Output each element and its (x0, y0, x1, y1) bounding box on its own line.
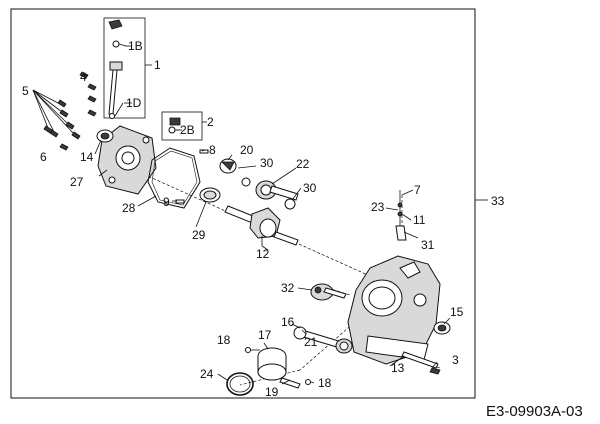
connecting-rod[interactable] (293, 326, 353, 354)
label-part-13: 13 (391, 361, 405, 375)
label-part-6: 6 (40, 150, 47, 164)
label-part-18a: 18 (217, 333, 231, 347)
drain-bolt[interactable] (401, 351, 441, 375)
label-part-17: 17 (258, 328, 272, 342)
label-part-3: 3 (452, 353, 459, 367)
crankcase-gasket[interactable] (147, 147, 201, 209)
governor-arm[interactable] (395, 190, 407, 241)
label-part-15: 15 (450, 305, 464, 319)
label-part-1d: 1D (126, 96, 142, 110)
label-part-31: 31 (421, 238, 435, 252)
label-part-16: 16 (281, 315, 295, 329)
label-part-11: 11 (413, 213, 426, 227)
breather-assembly[interactable] (161, 111, 207, 141)
oil-seal-left[interactable] (96, 129, 114, 143)
label-part-12: 12 (256, 247, 270, 261)
label-part-2b: 2B (180, 123, 195, 137)
label-part-27: 27 (70, 175, 84, 189)
label-part-33: 33 (491, 194, 505, 208)
label-part-4: 4 (80, 70, 87, 84)
crankshaft[interactable] (224, 205, 299, 246)
label-part-24: 24 (200, 367, 214, 381)
label-part-30b: 30 (303, 181, 317, 195)
diagram-frame (10, 8, 476, 399)
label-part-32: 32 (281, 281, 295, 295)
dipstick-assembly[interactable] (103, 17, 152, 119)
label-part-18b: 18 (318, 376, 332, 390)
oil-seal-right[interactable] (433, 321, 451, 335)
label-part-21: 21 (304, 335, 318, 349)
label-part-20: 20 (240, 143, 254, 157)
piston[interactable] (257, 347, 287, 381)
piston-rings[interactable] (226, 372, 254, 396)
piston-clips[interactable] (245, 347, 311, 385)
label-part-5: 5 (22, 84, 29, 98)
crankshaft-seal[interactable] (199, 187, 221, 203)
label-part-7: 7 (414, 183, 421, 197)
crankcase-cover[interactable] (97, 125, 157, 195)
label-part-22: 22 (296, 157, 310, 171)
label-part-23: 23 (371, 200, 385, 214)
governor-assembly[interactable] (310, 283, 347, 301)
label-part-29: 29 (192, 228, 206, 242)
label-part-2: 2 (207, 115, 214, 129)
label-part-1b: 1B (128, 39, 143, 53)
label-part-14: 14 (80, 150, 94, 164)
label-part-1: 1 (154, 58, 161, 72)
document-code: E3-09903A-03 (486, 403, 583, 420)
dowel-pins[interactable] (175, 149, 209, 204)
piston-pin[interactable] (279, 377, 301, 389)
callout-leaders (83, 45, 451, 385)
label-part-9: 9 (163, 195, 170, 209)
label-part-28: 28 (122, 201, 136, 215)
label-part-19: 19 (265, 385, 279, 399)
engine-block[interactable] (347, 255, 441, 365)
camshaft-assembly[interactable] (219, 158, 299, 210)
mounting-bolts[interactable] (32, 71, 97, 151)
label-part-8: 8 (209, 143, 216, 157)
label-part-30a: 30 (260, 156, 274, 170)
